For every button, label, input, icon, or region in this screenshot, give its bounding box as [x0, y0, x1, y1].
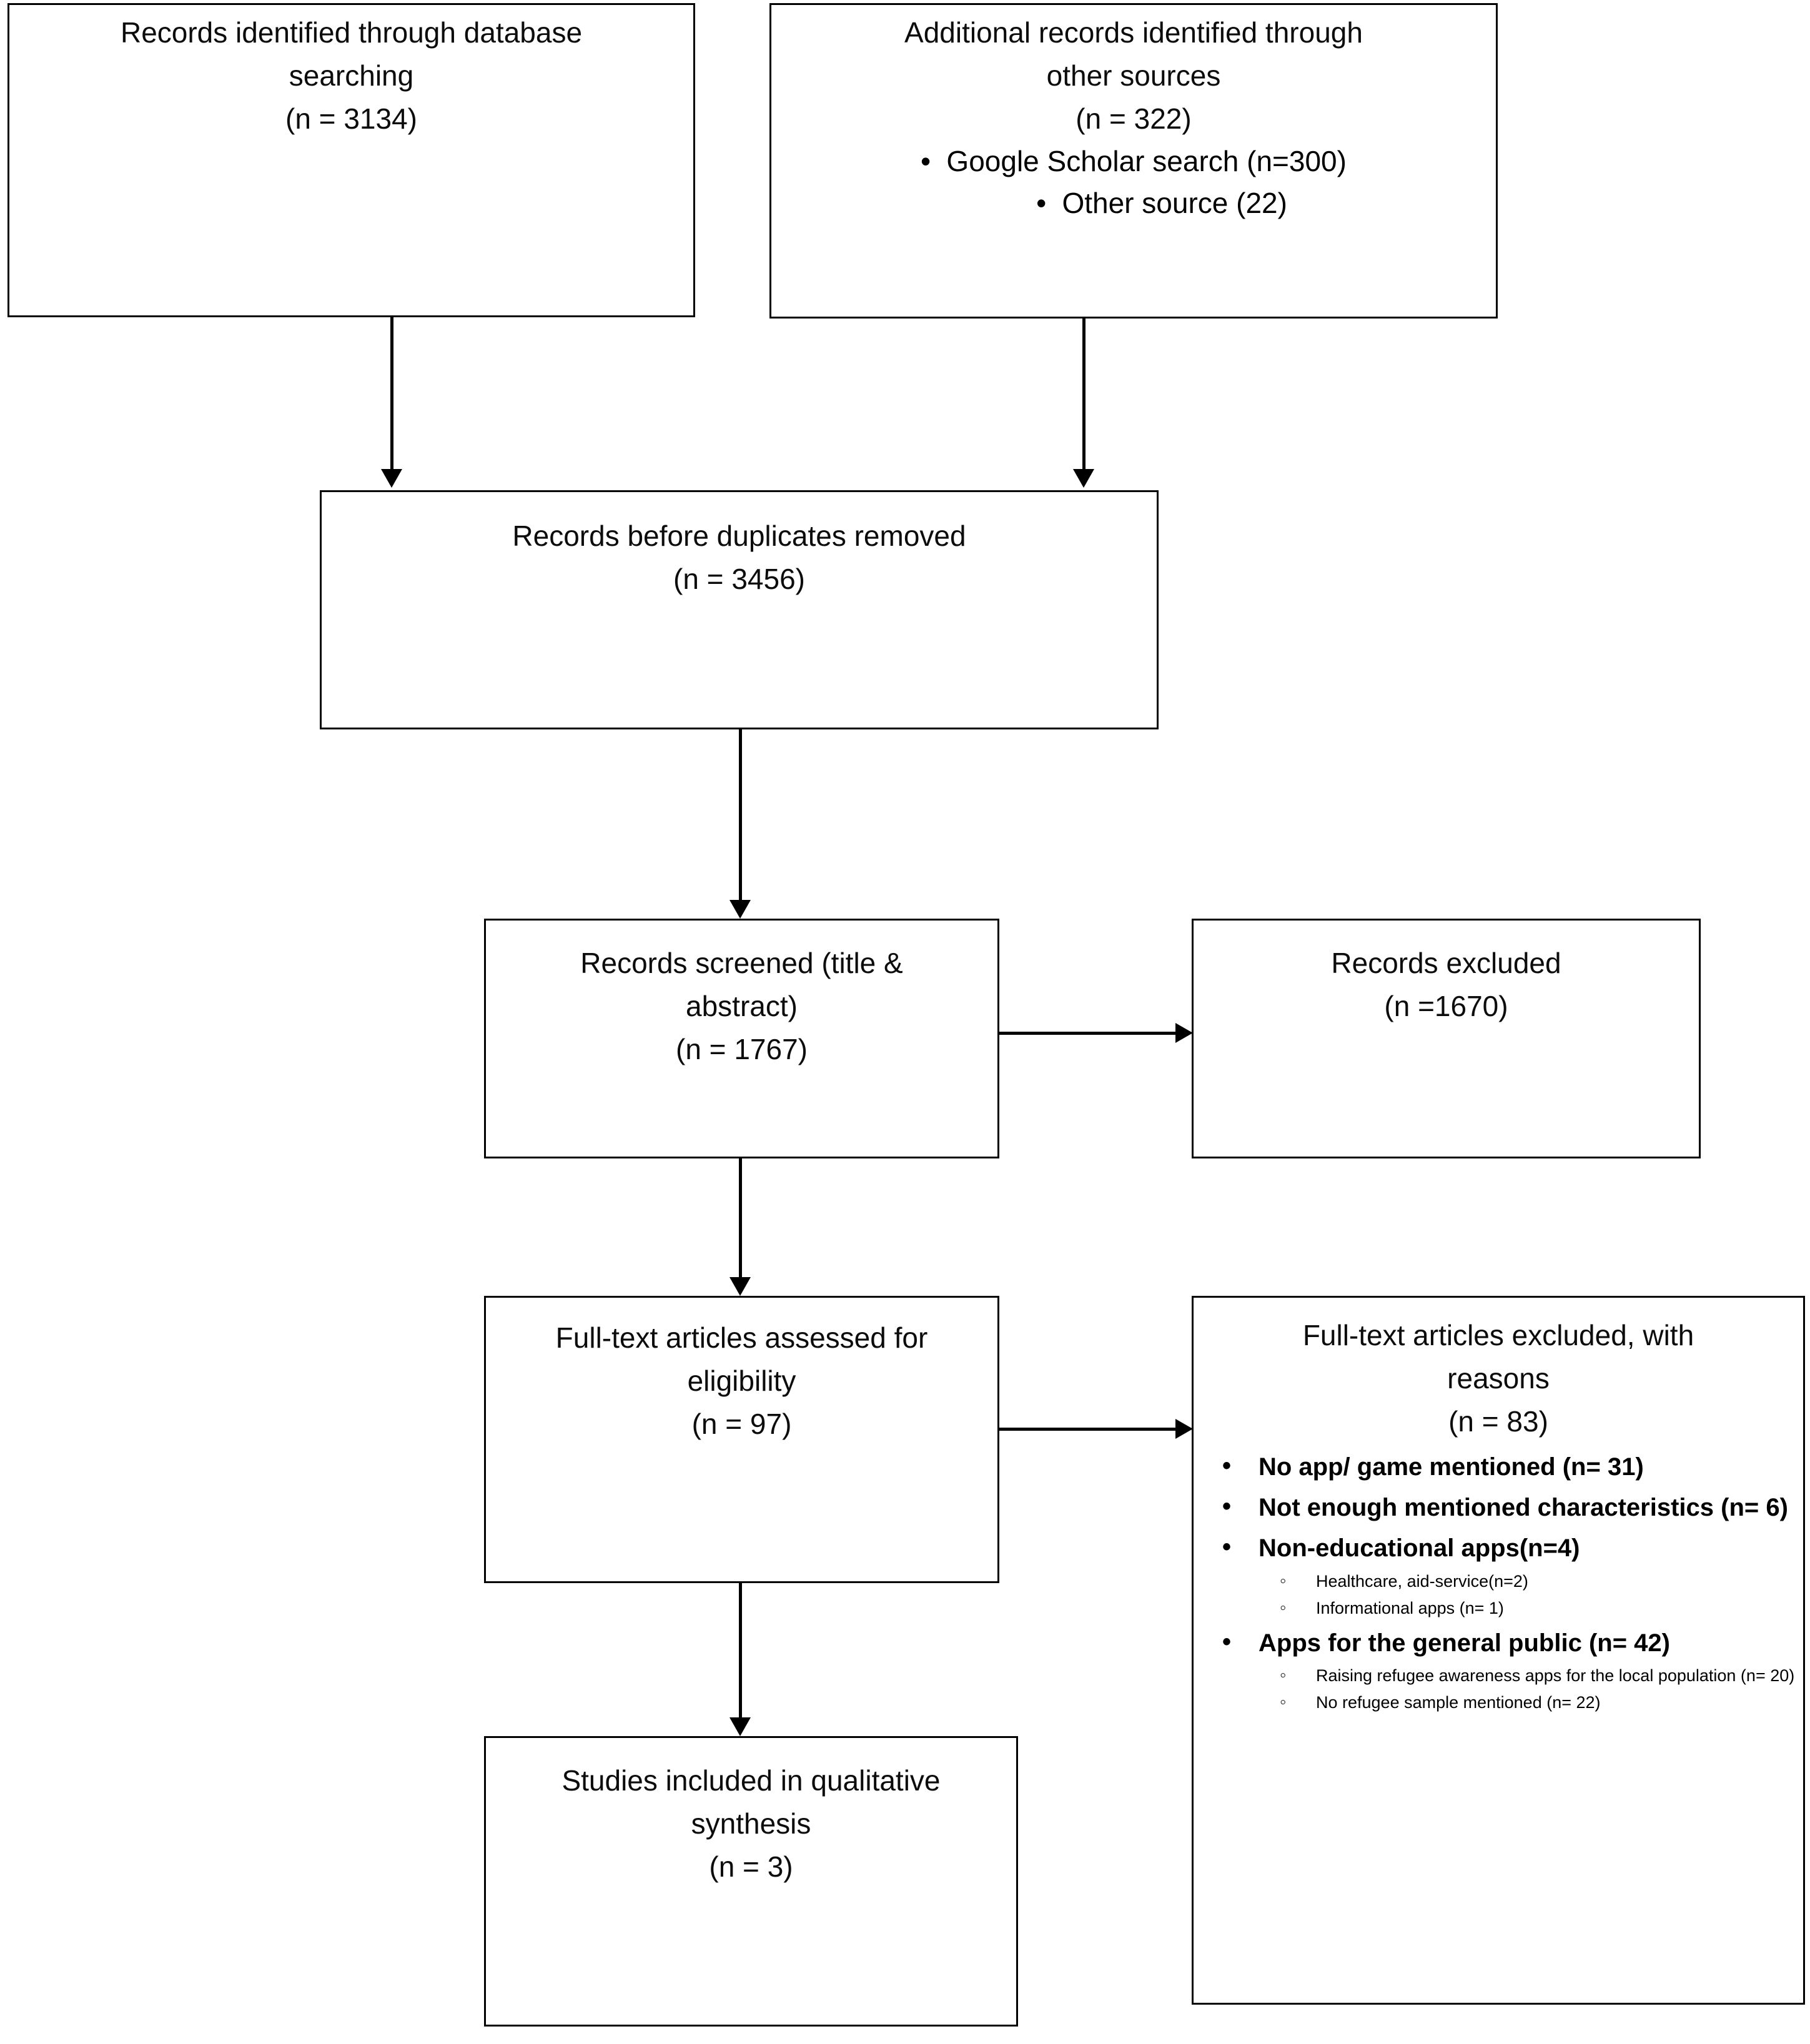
records-identified-database-count: (n = 3134): [285, 102, 417, 135]
box-fulltext-assessed-eligibility: Full-text articles assessed for eligibil…: [484, 1296, 999, 1583]
list-item: • Other source (22): [771, 182, 1496, 224]
records-excluded-line1: Records excluded: [1331, 947, 1561, 979]
connector-fulltext-to-fulltext-excluded: [999, 1428, 1175, 1431]
exclusion-sub-list-4: Raising refugee awareness apps for the l…: [1259, 1663, 1803, 1714]
records-screened-line2: abstract): [686, 990, 798, 1022]
box-records-screened: Records screened (title & abstract) (n =…: [484, 919, 999, 1158]
box-records-identified-other-sources: Additional records identified through ot…: [769, 3, 1498, 318]
records-before-duplicates-line1: Records before duplicates removed: [512, 520, 966, 552]
records-identified-database-line1: Records identified through database: [120, 16, 583, 49]
list-item: Healthcare, aid-service(n=2): [1259, 1569, 1803, 1593]
studies-included-line1: Studies included in qualitative: [561, 1764, 941, 1797]
connector-duplicates-to-screened: [739, 729, 742, 900]
arrow-head-down-icon: [381, 469, 402, 488]
exclusion-reason-4: Apps for the general public (n= 42): [1259, 1629, 1670, 1657]
connector-other-to-duplicates: [1082, 318, 1086, 469]
fulltext-assessed-line2: eligibility: [687, 1365, 796, 1397]
box-records-before-duplicates-removed: Records before duplicates removed (n = 3…: [320, 490, 1159, 729]
exclusion-reason-3-sub-1: Healthcare, aid-service(n=2): [1316, 1571, 1528, 1591]
connector-database-to-duplicates: [390, 317, 393, 469]
box-studies-included-qualitative-synthesis: Studies included in qualitative synthesi…: [484, 1736, 1018, 2027]
exclusion-reason-2: Not enough mentioned characteristics (n=…: [1259, 1494, 1788, 1522]
connector-screened-to-fulltext: [739, 1158, 742, 1277]
records-excluded-count: (n =1670): [1384, 990, 1508, 1022]
arrow-head-down-icon: [729, 1277, 751, 1296]
arrow-head-down-icon: [729, 1717, 751, 1736]
records-before-duplicates-count: (n = 3456): [673, 563, 805, 595]
list-item: Apps for the general public (n= 42) Rais…: [1194, 1626, 1803, 1714]
list-item: Non-educational apps(n=4) Healthcare, ai…: [1194, 1531, 1803, 1620]
other-sources-bullet-list: • Google Scholar search (n=300) • Other so…: [771, 141, 1496, 224]
records-identified-database-line2: searching: [289, 59, 414, 92]
other-sources-bullet-1: Google Scholar search (n=300): [946, 145, 1347, 177]
arrow-head-right-icon: [1175, 1419, 1193, 1439]
list-item: • Google Scholar search (n=300): [771, 141, 1496, 182]
list-item: No app/ game mentioned (n= 31): [1194, 1449, 1803, 1484]
studies-included-count: (n = 3): [709, 1850, 793, 1883]
box-records-excluded: Records excluded (n =1670): [1192, 919, 1701, 1158]
arrow-head-down-icon: [729, 900, 751, 919]
other-sources-bullet-2: Other source (22): [1062, 186, 1287, 219]
arrow-head-down-icon: [1073, 469, 1094, 488]
exclusion-reason-4-sub-1: Raising refugee awareness apps for the l…: [1316, 1666, 1795, 1685]
bullet-icon: •: [921, 145, 931, 177]
fulltext-excluded-line1: Full-text articles excluded, with: [1302, 1319, 1694, 1351]
fulltext-assessed-count: (n = 97): [691, 1408, 792, 1440]
bullet-icon: •: [1036, 186, 1047, 219]
exclusion-reason-3-sub-2: Informational apps (n= 1): [1316, 1598, 1504, 1617]
fulltext-assessed-line1: Full-text articles assessed for: [555, 1321, 928, 1354]
exclusion-reason-1: No app/ game mentioned (n= 31): [1259, 1453, 1644, 1481]
connector-fulltext-to-included: [739, 1583, 742, 1717]
list-item: No refugee sample mentioned (n= 22): [1259, 1690, 1803, 1714]
exclusion-reasons-list: No app/ game mentioned (n= 31) Not enoug…: [1194, 1449, 1803, 1714]
box-records-identified-database: Records identified through database sear…: [7, 3, 695, 317]
exclusion-reason-3: Non-educational apps(n=4): [1259, 1534, 1580, 1563]
records-screened-line1: Records screened (title &: [580, 947, 903, 979]
records-identified-other-line1: Additional records identified through: [904, 16, 1363, 49]
arrow-head-right-icon: [1175, 1023, 1193, 1043]
fulltext-excluded-count: (n = 83): [1448, 1405, 1548, 1438]
fulltext-excluded-line2: reasons: [1447, 1362, 1550, 1395]
connector-screened-to-excluded: [999, 1032, 1175, 1035]
list-item: Informational apps (n= 1): [1259, 1596, 1803, 1620]
list-item: Raising refugee awareness apps for the l…: [1259, 1663, 1803, 1687]
exclusion-sub-list-3: Healthcare, aid-service(n=2) Information…: [1259, 1569, 1803, 1620]
list-item: Not enough mentioned characteristics (n=…: [1194, 1490, 1803, 1524]
exclusion-reason-4-sub-2: No refugee sample mentioned (n= 22): [1316, 1693, 1601, 1712]
studies-included-line2: synthesis: [691, 1807, 811, 1840]
records-screened-count: (n = 1767): [676, 1033, 808, 1065]
records-identified-other-count: (n = 322): [1076, 102, 1192, 135]
box-fulltext-excluded-with-reasons: Full-text articles excluded, with reason…: [1192, 1296, 1805, 2005]
records-identified-other-line2: other sources: [1046, 59, 1221, 92]
